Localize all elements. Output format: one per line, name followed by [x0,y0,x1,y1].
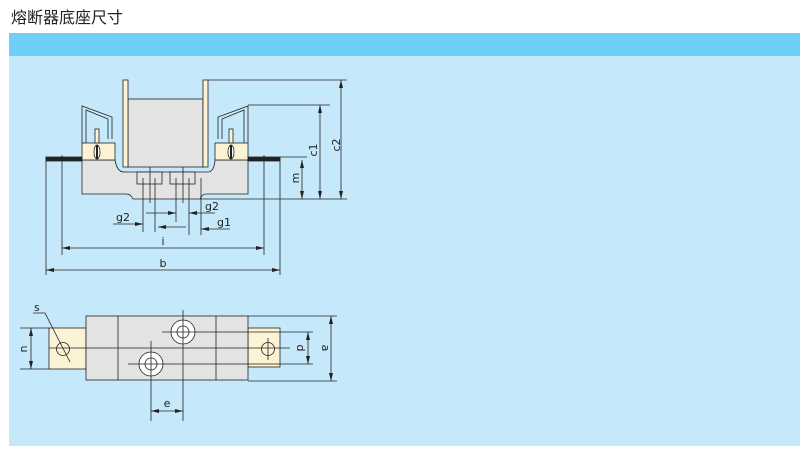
busbar-left [45,156,83,162]
page-title: 熔断器底座尺寸 [11,8,124,27]
label-m: m [289,173,302,184]
label-a: a [319,345,332,352]
tab-left [48,327,87,370]
side-view [45,79,347,275]
label-d: d [294,345,307,352]
label-g1: g1 [217,216,231,229]
clip-left [81,105,113,143]
label-g2-right: g2 [205,200,219,213]
fuse-blade-right [202,79,209,168]
fuse-body [127,98,204,168]
label-g2-left: g2 [116,211,130,224]
label-c1: c1 [307,143,320,156]
top-view [20,310,337,421]
label-b: b [160,257,167,270]
fuse-blade-left [122,79,129,168]
label-e: e [164,397,171,410]
label-u: u [18,346,31,353]
clip-right [217,105,249,143]
base-body [81,159,249,200]
tab-right [247,327,281,368]
label-c2: c2 [330,138,343,151]
label-s: s [34,301,40,314]
panel-header-bar [9,33,800,56]
label-i: i [161,235,164,248]
